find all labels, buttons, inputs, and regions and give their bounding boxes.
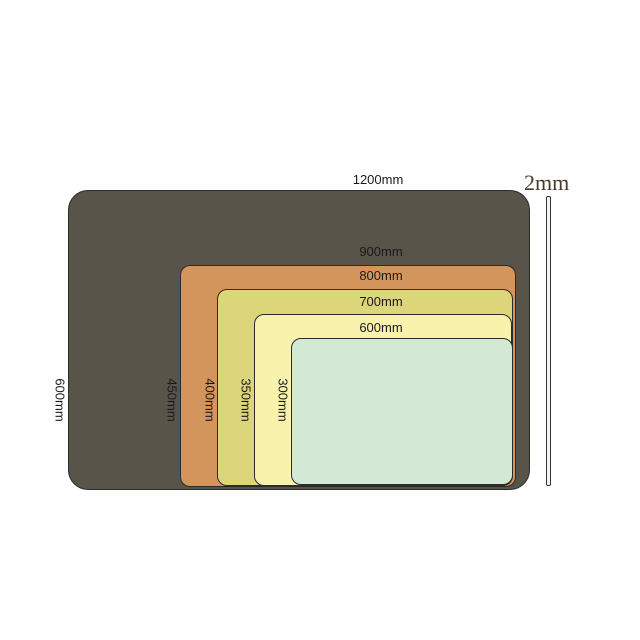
width-label-1200: 1200mm (352, 172, 404, 187)
thickness-edge-bar (546, 196, 551, 486)
mat-600x300 (291, 338, 513, 485)
height-label-350: 350mm (238, 378, 254, 422)
thickness-label: 2mm (524, 170, 570, 195)
width-label-800: 800mm (359, 268, 403, 283)
width-label-600: 600mm (359, 320, 403, 335)
height-label-600: 600mm (52, 378, 68, 422)
height-label-300: 300mm (275, 378, 291, 422)
width-label-700: 700mm (359, 294, 403, 309)
width-label-900: 900mm (359, 244, 403, 259)
height-label-450: 450mm (164, 378, 180, 422)
height-label-400: 400mm (202, 378, 218, 422)
